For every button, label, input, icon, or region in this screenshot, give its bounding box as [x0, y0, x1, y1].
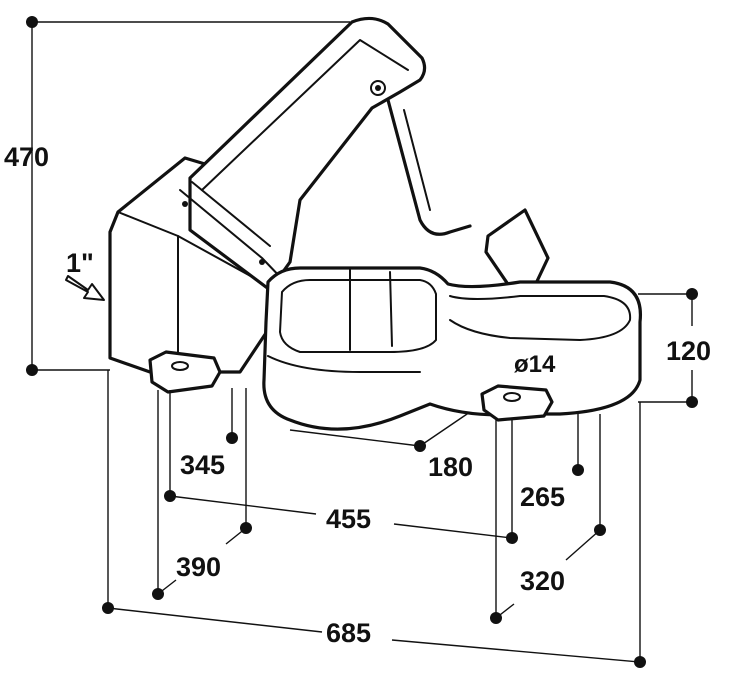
dim-depth-left: 345	[180, 450, 225, 480]
dim-bowl-depth: 180	[428, 452, 473, 482]
dim-width-right: 320	[520, 566, 565, 596]
water-trough-body	[65, 16, 643, 431]
dim-height-total: 470	[4, 142, 49, 172]
dimension-lines	[26, 16, 698, 668]
dim-bowl-height: 120	[666, 336, 711, 366]
inlet-arrow-icon	[65, 275, 105, 301]
dim-hole-diameter: ø14	[514, 351, 556, 378]
dim-depth-right: 265	[520, 482, 565, 512]
dim-length-total: 685	[326, 618, 371, 648]
dim-hole-spacing: 455	[326, 504, 371, 534]
dim-inlet: 1"	[66, 248, 94, 278]
dim-width-left: 390	[176, 552, 221, 582]
